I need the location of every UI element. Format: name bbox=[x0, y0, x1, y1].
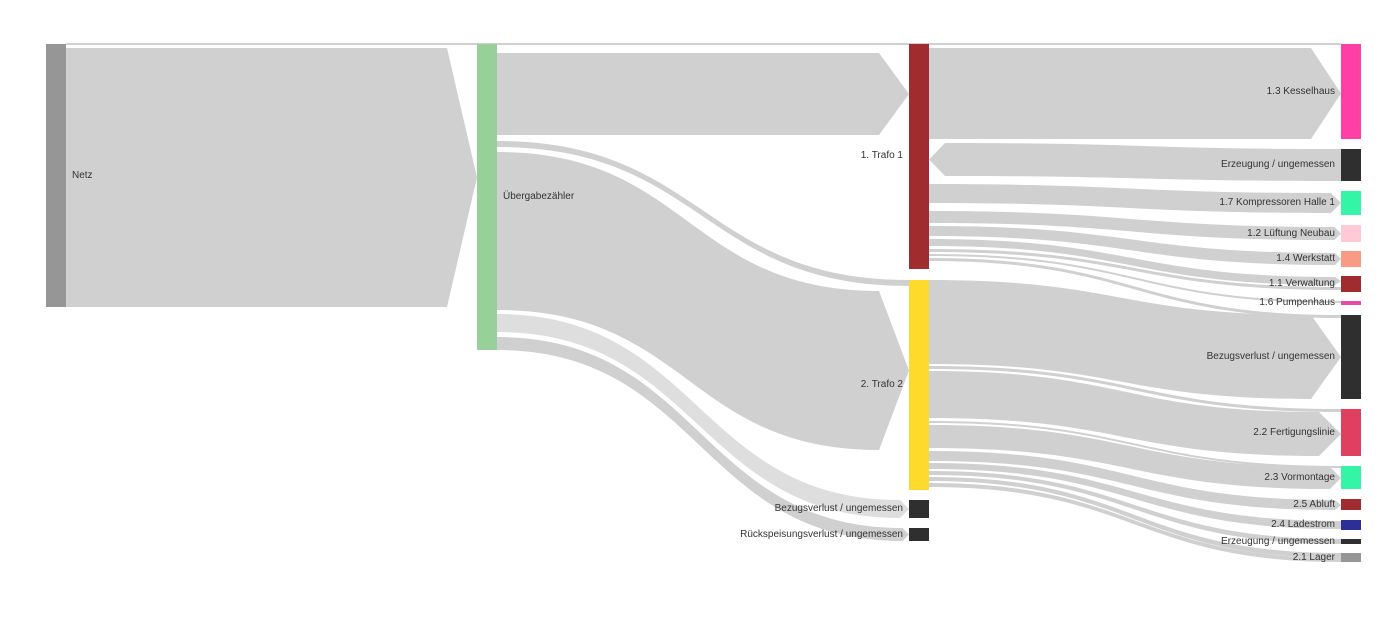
sankey-link-trafo1-to-kompr[interactable] bbox=[929, 184, 1341, 213]
sankey-node-uebergabe[interactable] bbox=[477, 44, 497, 350]
sankey-node-erz1[interactable] bbox=[1341, 149, 1361, 181]
sankey-link-trafo2-to-fert[interactable] bbox=[929, 366, 1341, 412]
sankey-link-trafo2-to-abluft[interactable] bbox=[929, 451, 1341, 510]
sankey-node-kompr[interactable] bbox=[1341, 191, 1361, 215]
sankey-link-uebergabe-to-rueck_mid[interactable] bbox=[497, 337, 909, 541]
sankey-link-uebergabe-to-trafo2[interactable] bbox=[497, 152, 909, 450]
sankey-link-trafo2-to-erz2[interactable] bbox=[929, 471, 1341, 544]
sankey-link-trafo2-to-vorm[interactable] bbox=[929, 421, 1341, 468]
sankey-link-trafo1-to-pump[interactable] bbox=[929, 254, 1341, 303]
sankey-link-trafo1-to-verw[interactable] bbox=[929, 239, 1341, 285]
sankey-link-trafo2-to-fert[interactable] bbox=[929, 371, 1341, 456]
sankey-link-uebergabe-to-trafo2[interactable] bbox=[497, 141, 909, 286]
sankey-node-werk[interactable] bbox=[1341, 251, 1361, 267]
sankey-node-pump[interactable] bbox=[1341, 301, 1361, 305]
sankey-node-lager[interactable] bbox=[1341, 553, 1361, 562]
sankey-link-trafo2-to-lager[interactable] bbox=[929, 483, 1341, 562]
sankey-node-trafo2[interactable] bbox=[909, 280, 929, 490]
sankey-node-rueck_mid[interactable] bbox=[909, 528, 929, 541]
sankey-link-uebergabe-to-bezug_mid[interactable] bbox=[497, 314, 909, 518]
sankey-link-trafo1-to-lueft[interactable] bbox=[929, 211, 1341, 240]
sankey-link-trafo2-to-bezug_r[interactable] bbox=[929, 280, 1341, 399]
sankey-node-bezug_mid[interactable] bbox=[909, 500, 929, 518]
sankey-link-trafo1-to-verw[interactable] bbox=[929, 249, 1341, 290]
sankey-link-trafo1-to-kessel[interactable] bbox=[929, 48, 1341, 139]
sankey-link-trafo1-to-werk[interactable] bbox=[929, 226, 1341, 265]
sankey-node-kessel[interactable] bbox=[1341, 44, 1361, 139]
sankey-node-erz2[interactable] bbox=[1341, 539, 1361, 544]
sankey-node-bezug_r[interactable] bbox=[1341, 315, 1361, 399]
sankey-node-netz[interactable] bbox=[46, 44, 66, 307]
sankey-node-vorm[interactable] bbox=[1341, 466, 1361, 489]
sankey-node-lueft[interactable] bbox=[1341, 225, 1361, 242]
sankey-node-verw[interactable] bbox=[1341, 276, 1361, 292]
sankey-link-uebergabe-to-trafo1[interactable] bbox=[497, 53, 909, 135]
sankey-node-abluft[interactable] bbox=[1341, 499, 1361, 510]
sankey-link-trafo2-to-vorm[interactable] bbox=[929, 425, 1341, 489]
sankey-link-netz-to-uebergabe[interactable] bbox=[66, 48, 477, 307]
sankey-links bbox=[66, 43, 1341, 562]
sankey-node-fert[interactable] bbox=[1341, 409, 1361, 456]
sankey-link-trafo1-to-bezug_r[interactable] bbox=[929, 258, 1341, 318]
sankey-link-erz1-to-trafo1[interactable] bbox=[929, 143, 1341, 181]
sankey-link-top[interactable] bbox=[66, 43, 1341, 45]
sankey-nodes bbox=[46, 44, 1361, 562]
sankey-link-trafo2-to-lade[interactable] bbox=[929, 463, 1341, 529]
sankey-node-lade[interactable] bbox=[1341, 520, 1361, 530]
sankey-node-trafo1[interactable] bbox=[909, 44, 929, 269]
sankey-link-trafo2-to-lager[interactable] bbox=[929, 477, 1341, 558]
